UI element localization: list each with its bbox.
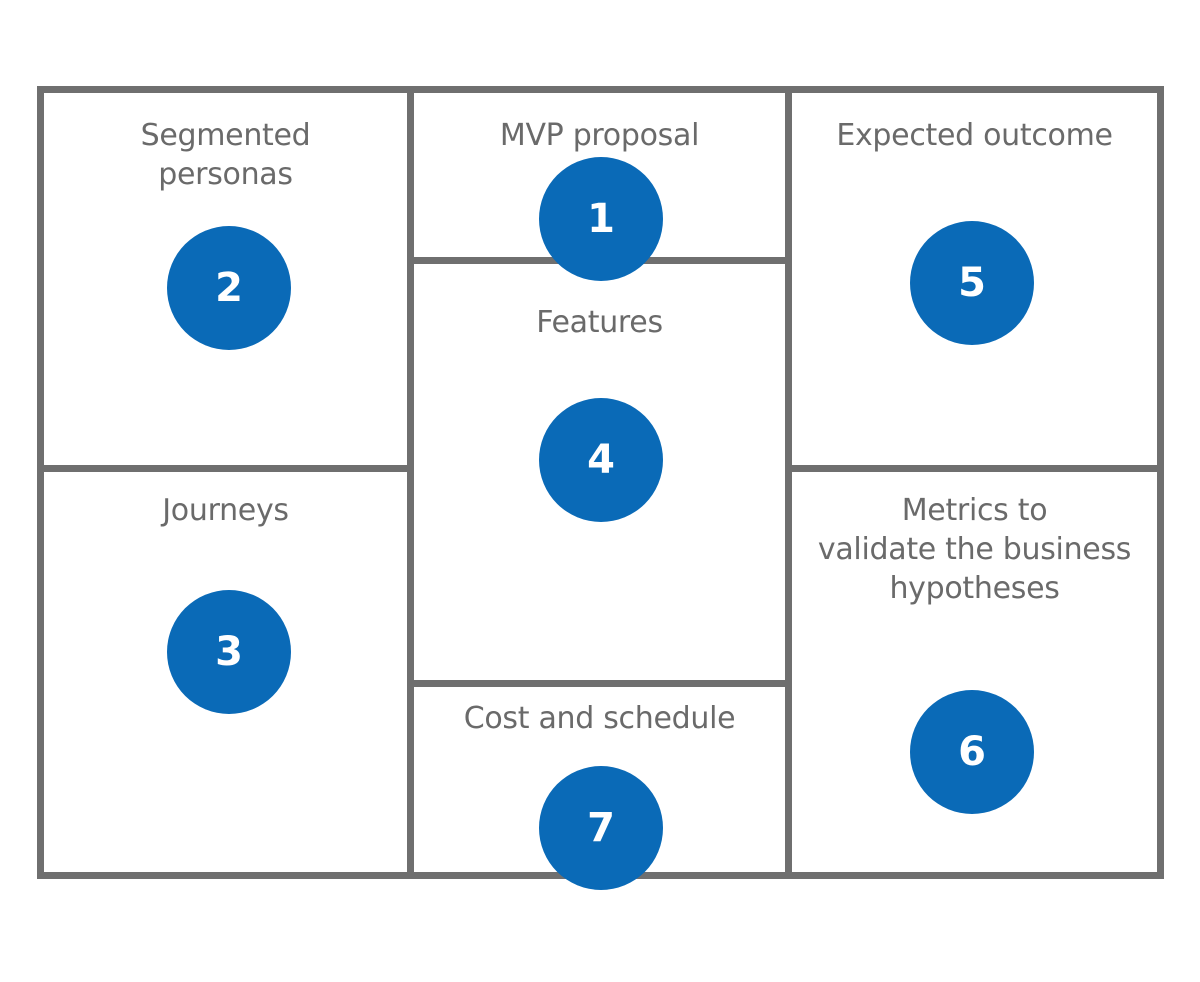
column-divider-left: [407, 86, 414, 879]
step-badge-3: 3: [167, 590, 291, 714]
outer-border-left: [37, 86, 44, 879]
step-badge-2: 2: [167, 226, 291, 350]
outer-border-right: [1157, 86, 1164, 879]
journeys-title: Journeys: [162, 493, 289, 528]
metrics-title: Metrics to validate the business hypothe…: [817, 493, 1132, 606]
step-badge-6: 6: [910, 690, 1034, 814]
column-divider-right: [785, 86, 792, 879]
step-badge-4: 4: [539, 398, 663, 522]
expected-outcome-title: Expected outcome: [836, 118, 1113, 153]
step-badge-1: 1: [539, 157, 663, 281]
right-column-row-divider: [785, 465, 1164, 472]
middle-column-lower-divider: [407, 680, 792, 687]
mvp-proposal-title: MVP proposal: [499, 118, 700, 153]
cost-schedule-title: Cost and schedule: [463, 701, 736, 736]
left-column-row-divider: [37, 465, 414, 472]
step-badge-7: 7: [539, 766, 663, 890]
step-badge-5: 5: [910, 221, 1034, 345]
outer-border-top: [37, 86, 1164, 93]
segmented-personas-title: Segmented personas: [140, 118, 311, 192]
features-title: Features: [536, 305, 663, 340]
